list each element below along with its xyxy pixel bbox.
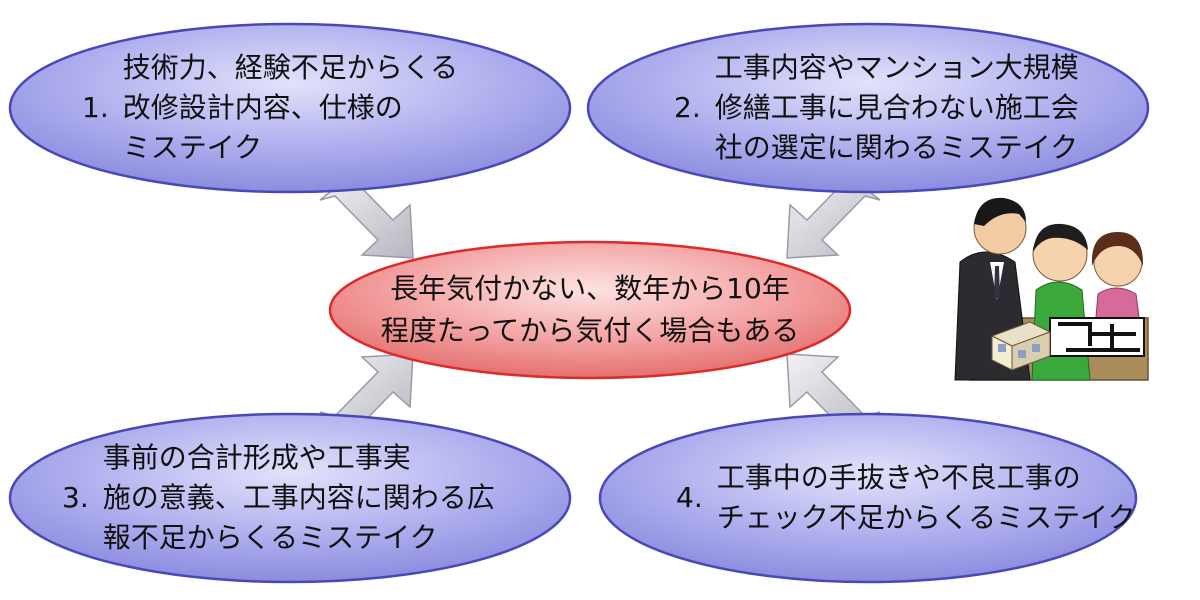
item-3-line-2: 施の意義、工事内容に関わる広 <box>102 481 495 514</box>
ellipse-3 <box>8 412 572 584</box>
item-2-line-2: 修繕工事に見合わない施工会 <box>714 91 1079 124</box>
item-2-line-3: 社の選定に関わるミステイク <box>714 131 1079 164</box>
item-3-line-1: 事前の合計形成や工事実 <box>102 441 411 474</box>
item-2-line-1: 工事内容やマンション大規模 <box>714 51 1079 84</box>
ellipse-1 <box>8 22 572 194</box>
item-4: 4. 工事中の手抜きや不良工事の チェック不足からくるミステイク <box>676 458 1136 538</box>
ellipse-4 <box>598 412 1138 584</box>
item-2: 2. 工事内容やマンション大規模 修繕工事に見合わない施工会 社の選定に関わるミ… <box>674 48 1079 168</box>
item-2-number: 2. <box>674 91 701 124</box>
center-statement: 長年気付かない、数年から10年 程度たってから気付く場合もある <box>330 262 850 358</box>
center-line-1: 長年気付かない、数年から10年 <box>390 272 790 305</box>
arrow-from-1 <box>319 174 414 259</box>
item-1-line-1: 技術力、経験不足からくる <box>122 51 459 84</box>
people-reviewing-plans-illustration <box>954 197 1149 381</box>
item-3-number: 3. <box>62 481 89 514</box>
item-1-line-3: ミステイク <box>122 131 263 164</box>
item-4-number: 4. <box>676 481 703 514</box>
ellipse-2 <box>586 22 1150 194</box>
center-line-2: 程度たってから気付く場合もある <box>380 314 800 347</box>
item-3-line-3: 報不足からくるミステイク <box>102 521 438 554</box>
center-ellipse <box>328 240 852 380</box>
item-1: 1. 技術力、経験不足からくる 改修設計内容、仕様の ミステイク <box>82 48 458 168</box>
item-1-line-2: 改修設計内容、仕様の <box>122 91 403 124</box>
item-1-number: 1. <box>82 91 109 124</box>
item-4-line-2: チェック不足からくるミステイク <box>716 501 1136 534</box>
item-4-line-1: 工事中の手抜きや不良工事の <box>716 461 1081 494</box>
item-3: 3. 事前の合計形成や工事実 施の意義、工事内容に関わる広 報不足からくるミステ… <box>62 438 495 558</box>
